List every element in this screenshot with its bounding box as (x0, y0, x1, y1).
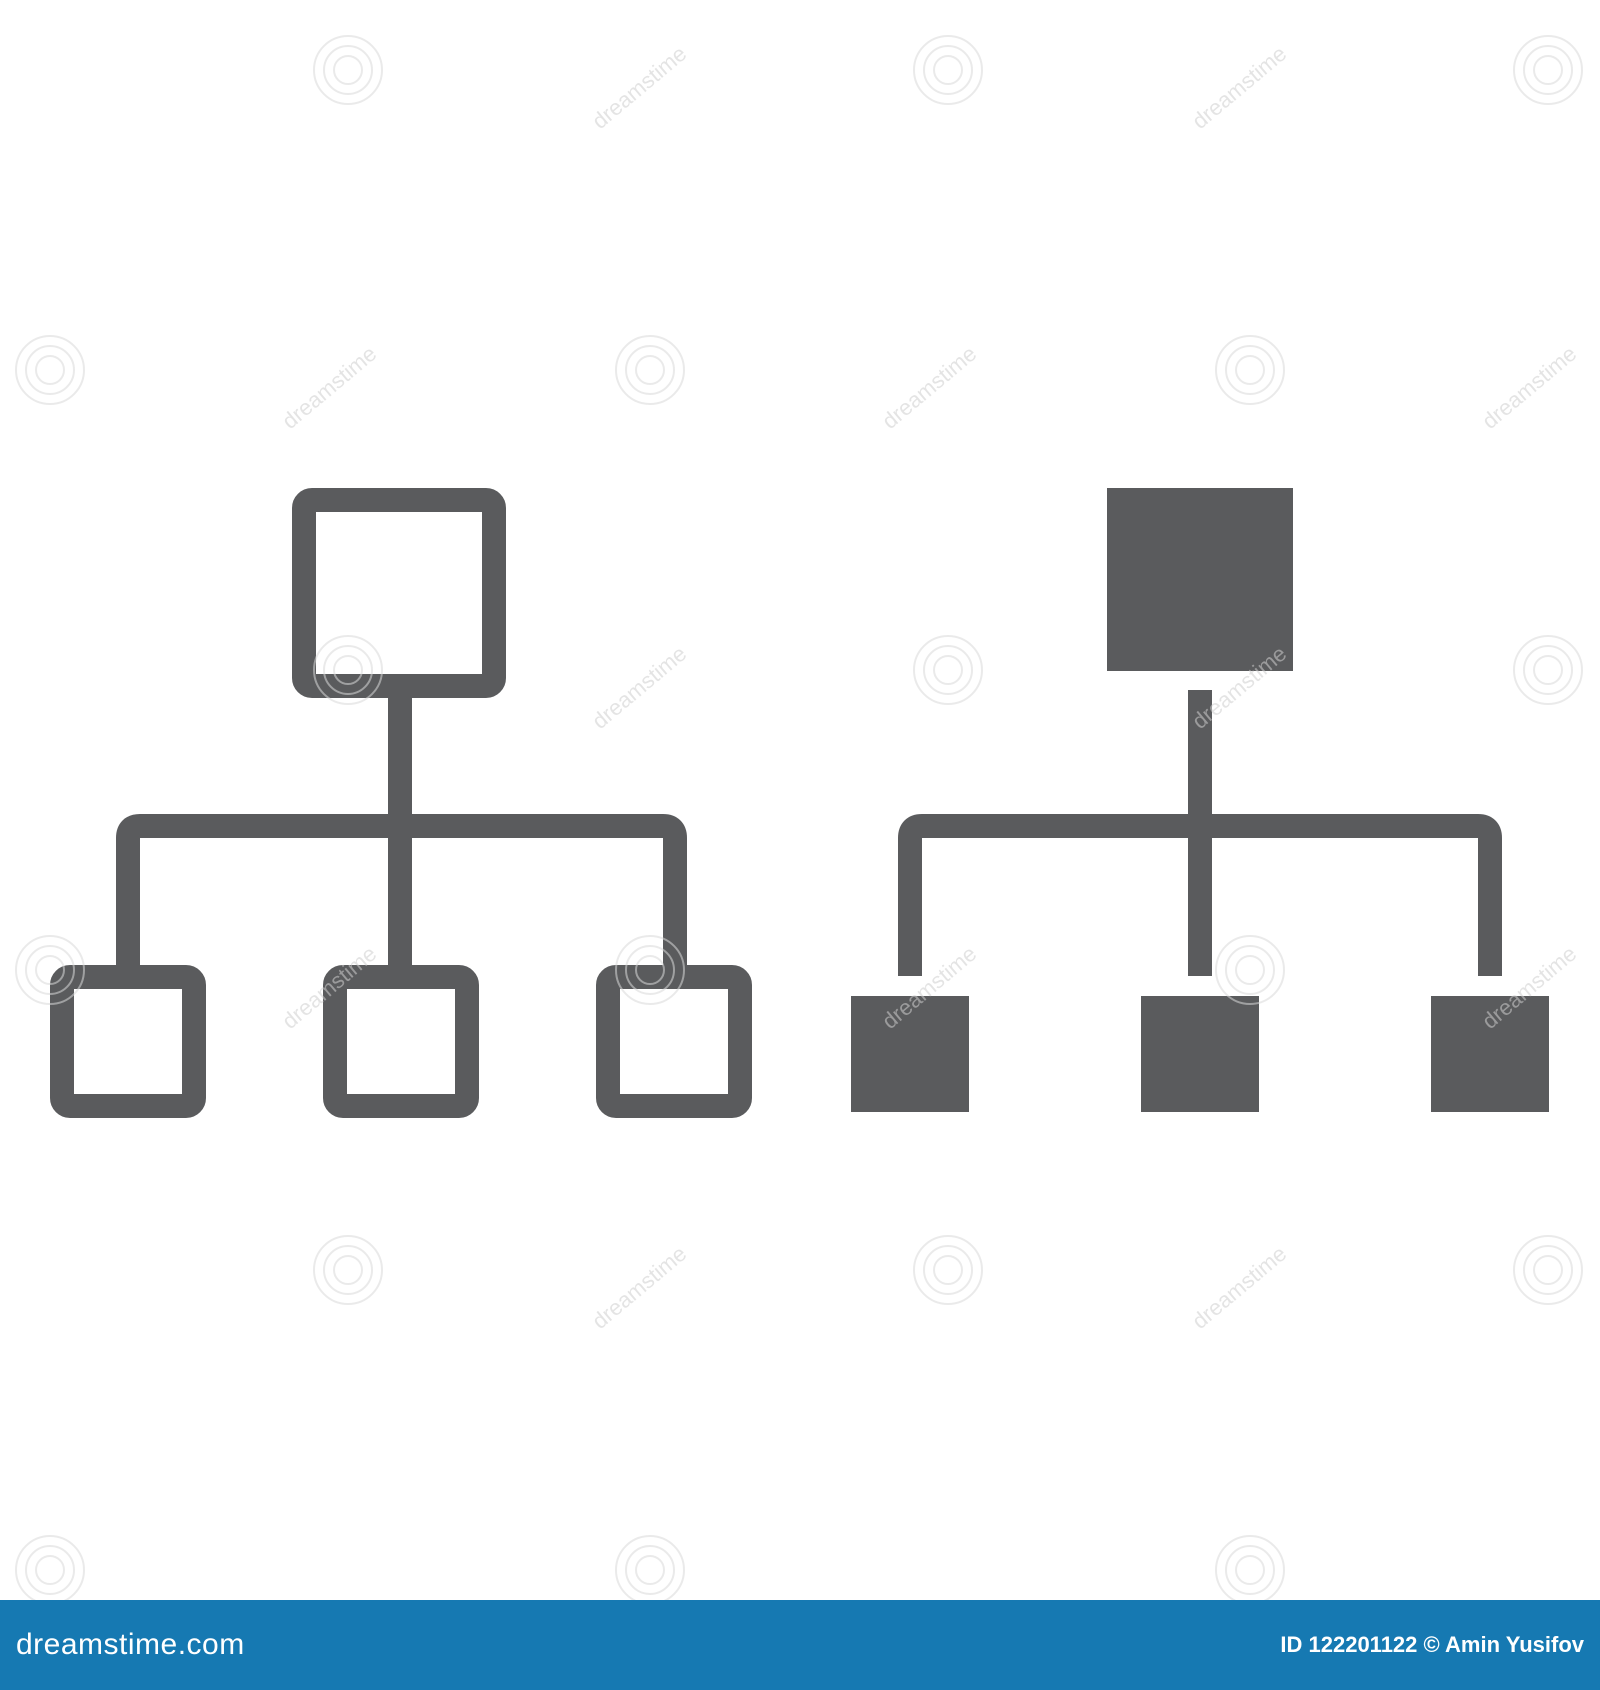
sitemap-glyph-icon (851, 488, 1549, 1112)
glyph-top-node (1107, 488, 1293, 671)
glyph-child-node-left (851, 996, 969, 1112)
footer-credit: ID 122201122 © Amin Yusifov (1280, 1632, 1584, 1657)
glyph-child-node-right (1431, 996, 1549, 1112)
line-child-node-middle (323, 965, 479, 1118)
footer-logo: dreamstime.com (16, 1628, 245, 1661)
line-child-node-left (50, 965, 206, 1118)
line-branch (116, 814, 687, 977)
glyph-child-node-middle (1141, 996, 1259, 1112)
glyph-branch (898, 814, 1502, 976)
sitemap-line-icon (50, 488, 752, 1118)
icon-pair (50, 488, 1549, 1118)
line-top-node (292, 488, 506, 698)
line-child-node-right (596, 965, 752, 1118)
footer-bar: dreamstime.com ID 122201122 © Amin Yusif… (0, 1600, 1600, 1690)
